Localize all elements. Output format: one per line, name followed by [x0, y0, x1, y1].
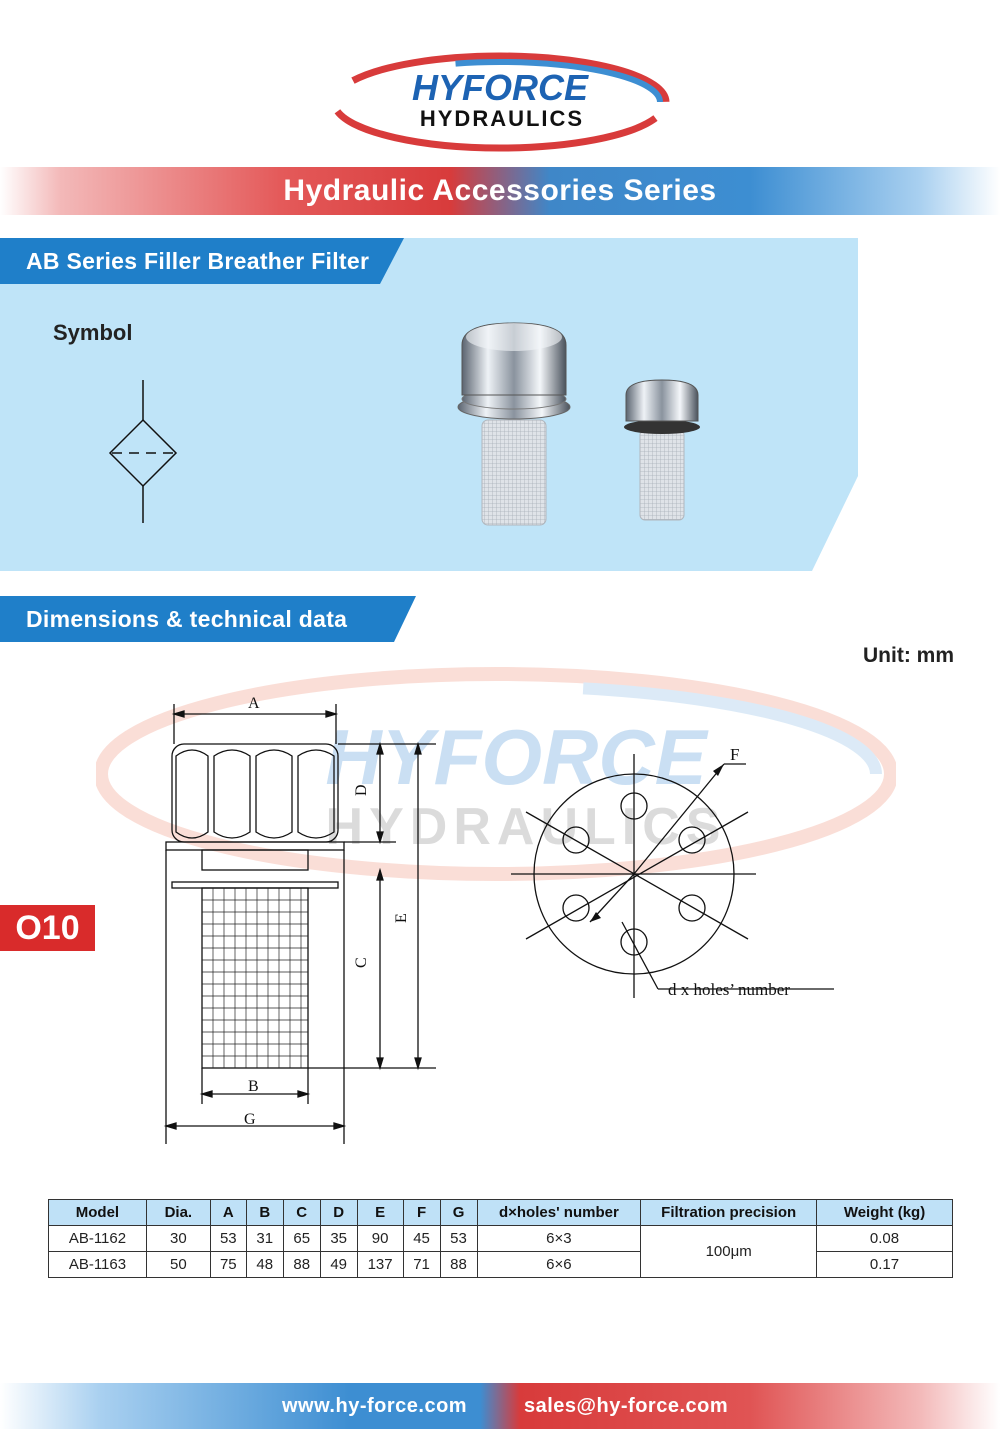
table-header: Dia. — [145, 1199, 211, 1226]
table-row: AB-1162 30 53 31 65 35 90 45 53 6×3 100μ… — [48, 1225, 953, 1278]
cell-weight: 0.08 — [816, 1225, 953, 1252]
hyforce-logo: HYFORCE HYDRAULICS — [330, 52, 670, 152]
table-header: D — [319, 1199, 358, 1226]
cell-holes: 6×3 — [476, 1225, 642, 1252]
dim-label-g: G — [244, 1111, 256, 1128]
table-header: d×holes' number — [476, 1199, 642, 1226]
cell-holes: 6×6 — [476, 1251, 642, 1278]
dim-label-b: B — [248, 1078, 259, 1095]
page-code-badge: O10 — [0, 905, 95, 951]
cell-d: 49 — [319, 1251, 358, 1278]
cell-e: 137 — [356, 1251, 404, 1278]
table-header: C — [282, 1199, 321, 1226]
table-header: Filtration precision — [640, 1199, 818, 1226]
dim-label-d: D — [353, 784, 370, 796]
dim-label-e: E — [393, 913, 410, 923]
logo-line2: HYDRAULICS — [420, 106, 584, 131]
watermark-line1: HYFORCE — [325, 713, 708, 801]
footer-banner: www.hy-force.com sales@hy-force.com — [0, 1383, 1000, 1429]
holes-label: d x holes’ number — [668, 980, 790, 999]
table-header: A — [209, 1199, 247, 1226]
cell-dia: 50 — [145, 1251, 211, 1278]
cell-f: 45 — [402, 1225, 441, 1252]
dimension-drawing: HYFORCE HYDRAULICS — [96, 667, 896, 1144]
symbol-label: Symbol — [53, 320, 133, 345]
table-header-row: Model Dia. A B C D E F G d×holes' number… — [48, 1199, 953, 1226]
cell-filtration-precision: 100μm — [640, 1225, 818, 1278]
product-photo — [457, 322, 700, 526]
unit-label: Unit: mm — [863, 644, 954, 667]
cell-model: AB-1163 — [48, 1251, 147, 1278]
section-dimensions-title: Dimensions & technical data — [26, 606, 348, 632]
table-header: Model — [48, 1199, 147, 1226]
section-tag-shape — [0, 238, 404, 284]
table-header: B — [245, 1199, 284, 1226]
cell-c: 65 — [282, 1225, 321, 1252]
logo-line1: HYFORCE — [412, 67, 589, 108]
series-banner: Hydraulic Accessories Series — [0, 167, 1000, 215]
cell-g: 53 — [439, 1225, 478, 1252]
footer-website-link[interactable]: www.hy-force.com — [282, 1395, 468, 1417]
dim-label-a: A — [248, 695, 260, 712]
table-header: Weight (kg) — [816, 1199, 953, 1226]
dim-label-f: F — [730, 745, 739, 764]
cell-g: 88 — [439, 1251, 478, 1278]
dim-label-c: C — [353, 957, 370, 968]
cell-e: 90 — [356, 1225, 404, 1252]
table-header: E — [356, 1199, 404, 1226]
cell-a: 53 — [209, 1225, 247, 1252]
cell-a: 75 — [209, 1251, 247, 1278]
spec-table: Model Dia. A B C D E F G d×holes' number… — [48, 1199, 953, 1278]
cell-c: 88 — [282, 1251, 321, 1278]
filter-symbol-icon — [108, 380, 178, 523]
footer-email-link[interactable]: sales@hy-force.com — [524, 1395, 729, 1417]
cell-b: 48 — [245, 1251, 284, 1278]
section-tag-product: AB Series Filler Breather Filter — [0, 238, 404, 284]
watermark: HYFORCE HYDRAULICS — [96, 667, 896, 881]
flange-plan-view — [511, 754, 834, 998]
table-header: G — [439, 1199, 478, 1226]
section-tag-shape — [0, 596, 416, 642]
series-title: Hydraulic Accessories Series — [283, 174, 717, 207]
section-product-title: AB Series Filler Breather Filter — [26, 248, 370, 274]
watermark-line2: HYDRAULICS — [326, 798, 727, 856]
table-header: F — [402, 1199, 441, 1226]
cell-d: 35 — [319, 1225, 358, 1252]
cell-f: 71 — [402, 1251, 441, 1278]
cell-model: AB-1162 — [48, 1225, 147, 1252]
cell-b: 31 — [245, 1225, 284, 1252]
table-row: AB-1163 50 75 48 88 49 137 71 88 6×6 0.1… — [48, 1251, 953, 1278]
cell-weight: 0.17 — [816, 1251, 953, 1278]
section-tag-dimensions: Dimensions & technical data — [0, 596, 416, 642]
cell-dia: 30 — [145, 1225, 211, 1252]
